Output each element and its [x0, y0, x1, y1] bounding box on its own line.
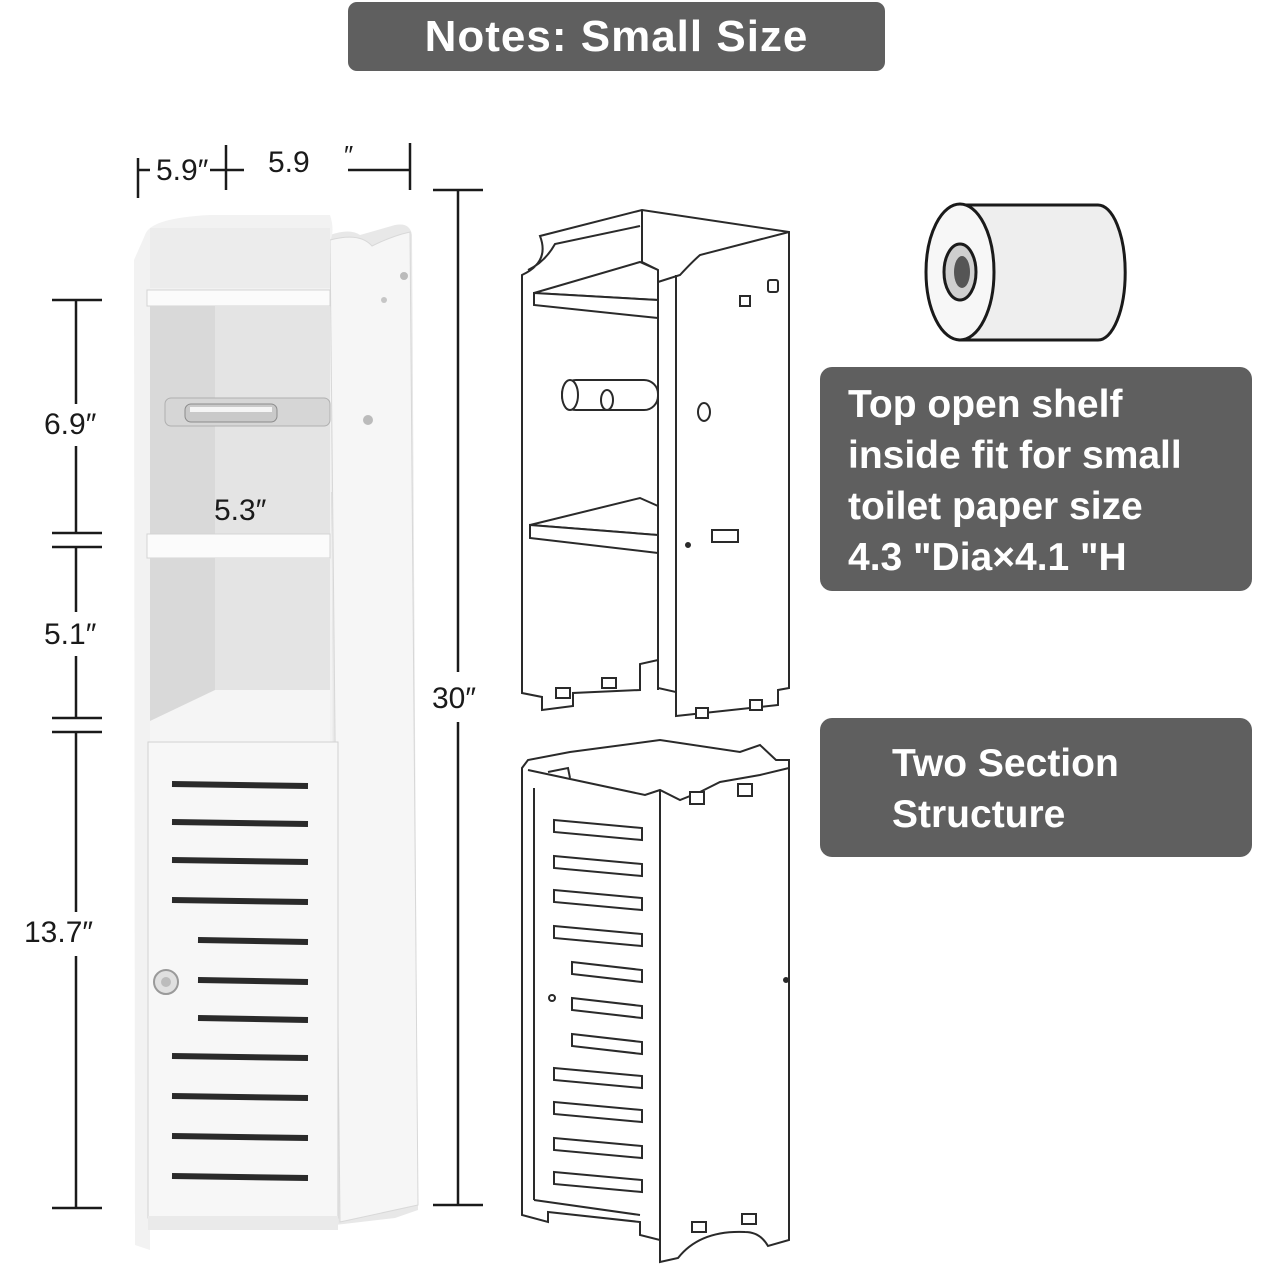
note-line: toilet paper size: [848, 485, 1143, 528]
cabinet-section-height-label: 13.7″: [24, 916, 94, 949]
note-line: 4.3 "Dia×4.1 "H: [848, 536, 1127, 579]
lower-section-drawing: [521, 738, 790, 1264]
dimension-lines: [52, 143, 483, 1210]
note-line: Two Section: [892, 742, 1119, 785]
note-line: Top open shelf: [848, 383, 1123, 426]
upper-section-drawing: [521, 208, 790, 719]
total-height-label: 30″: [432, 682, 476, 715]
structure-note: Two Section Structure: [820, 718, 1252, 857]
shelf-fit-note: Top open shelf inside fit for small toil…: [820, 367, 1252, 591]
door-slats: [171, 781, 309, 1181]
note-line: inside fit for small: [848, 434, 1182, 477]
width-unit-label: ″: [344, 140, 354, 170]
toilet-paper-roll-icon: [924, 202, 1127, 342]
note-line: Structure: [892, 793, 1066, 836]
inner-width-label: 5.3″: [214, 494, 267, 527]
banner-title: Notes: Small Size: [424, 11, 809, 61]
depth-dimension-label: 5.9″: [156, 154, 209, 187]
width-dimension-label: 5.9: [268, 146, 310, 179]
top-section-height-label: 6.9″: [44, 408, 97, 441]
middle-section-height-label: 5.1″: [44, 618, 97, 651]
title-banner: Notes: Small Size: [348, 2, 885, 71]
